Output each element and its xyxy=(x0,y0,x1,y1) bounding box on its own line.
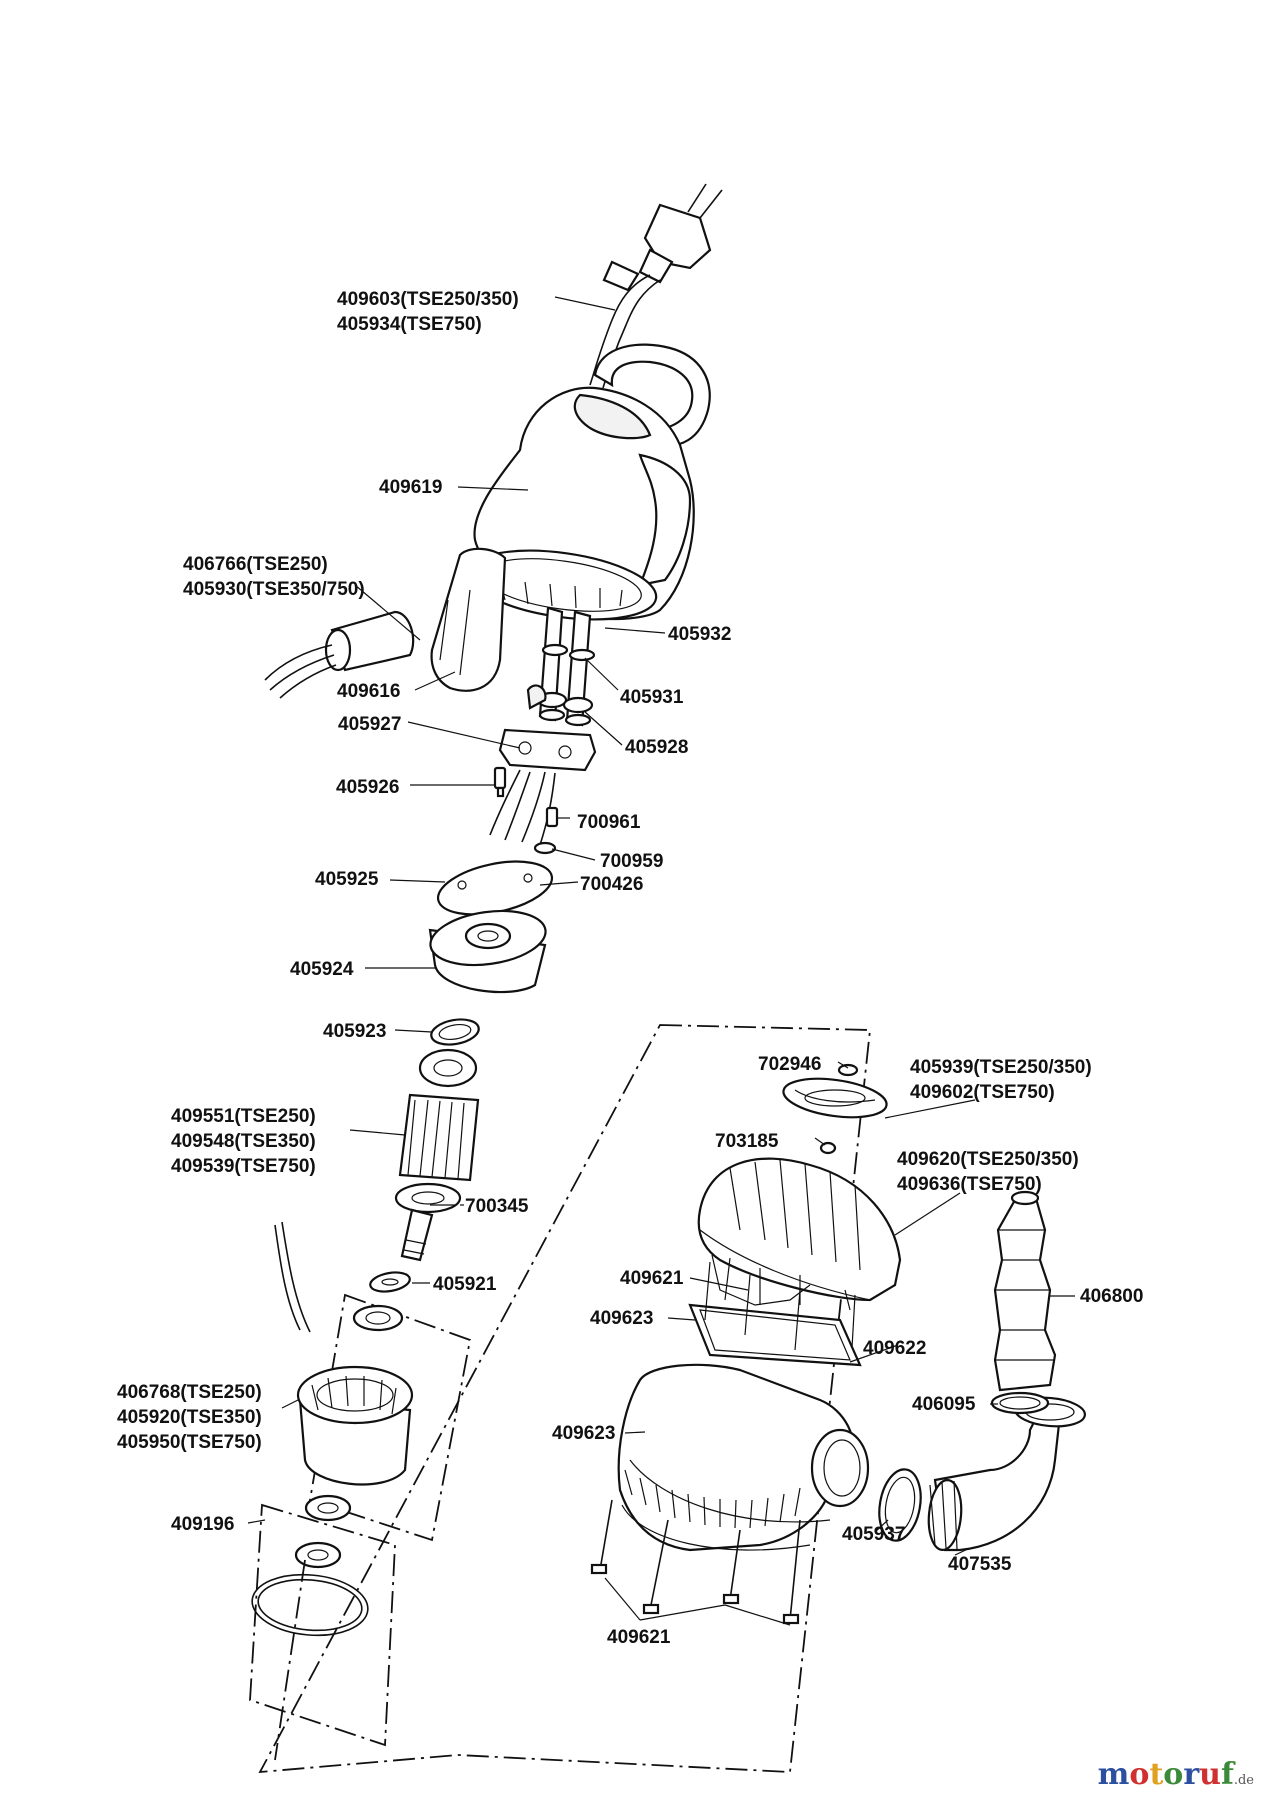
leader-lines xyxy=(247,296,1075,1626)
label-406768: 406768(TSE250) xyxy=(117,1382,262,1403)
label-407535: 407535 xyxy=(948,1554,1012,1575)
label-700426: 700426 xyxy=(580,874,643,895)
label-409621-upper: 409621 xyxy=(620,1268,684,1289)
motoruf-logo: motoruf.de xyxy=(1097,1757,1254,1792)
logo-letter: f xyxy=(1220,1757,1234,1792)
cable-glands xyxy=(526,606,596,727)
motor-cap xyxy=(428,909,547,994)
label-409602: 409602(TSE750) xyxy=(910,1082,1055,1103)
label-409623-upper: 409623 xyxy=(590,1308,653,1329)
label-409623-lower: 409623 xyxy=(552,1423,615,1444)
label-405937: 405937 xyxy=(842,1524,905,1545)
part-labels: 409603(TSE250/350) 405934(TSE750) 409619… xyxy=(117,289,1143,1648)
elbow-fitting xyxy=(927,1396,1086,1552)
label-406095: 406095 xyxy=(912,1394,976,1415)
fitting-seal xyxy=(990,1391,1050,1415)
label-405921: 405921 xyxy=(433,1274,497,1295)
power-plug xyxy=(589,183,723,389)
label-409603: 409603(TSE250/350) xyxy=(337,289,519,310)
logo-letter: r xyxy=(1183,1757,1200,1792)
label-409619: 409619 xyxy=(379,477,442,498)
capacitor xyxy=(264,610,415,699)
label-405928: 405928 xyxy=(625,737,688,758)
label-405930: 405930(TSE350/750) xyxy=(183,579,365,600)
label-405926: 405926 xyxy=(336,777,399,798)
label-409621-lower: 409621 xyxy=(607,1627,671,1648)
label-700959: 700959 xyxy=(600,851,663,872)
seal-ring xyxy=(430,1018,480,1046)
label-409539: 409539(TSE750) xyxy=(171,1156,316,1177)
label-405924: 405924 xyxy=(290,959,354,980)
pump-housing-group xyxy=(258,1024,902,1774)
label-409622: 409622 xyxy=(863,1338,926,1359)
label-405950: 405950(TSE750) xyxy=(117,1432,262,1453)
label-405934: 405934(TSE750) xyxy=(337,314,482,335)
label-409196: 409196 xyxy=(171,1514,234,1535)
logo-letter: m xyxy=(1097,1757,1130,1792)
label-702946: 702946 xyxy=(758,1054,821,1075)
label-405923: 405923 xyxy=(323,1021,386,1042)
cable-clamp xyxy=(489,728,597,846)
label-405925: 405925 xyxy=(315,869,379,890)
stator-group xyxy=(274,1221,472,1542)
label-409616: 409616 xyxy=(337,681,400,702)
label-409620: 409620(TSE250/350) xyxy=(897,1149,1079,1170)
logo-letter: u xyxy=(1199,1757,1221,1792)
washer xyxy=(369,1271,411,1293)
label-405931: 405931 xyxy=(620,687,684,708)
label-703185: 703185 xyxy=(715,1131,779,1152)
logo-letter: t xyxy=(1149,1757,1164,1792)
logo-letter: o xyxy=(1129,1757,1150,1792)
label-405939: 405939(TSE250/350) xyxy=(910,1057,1092,1078)
logo-letter: o xyxy=(1163,1757,1184,1792)
o-ring xyxy=(878,1468,922,1542)
label-409636: 409636(TSE750) xyxy=(897,1174,1042,1195)
motor-housing xyxy=(430,386,695,692)
label-406800: 406800 xyxy=(1080,1286,1143,1307)
rotor xyxy=(394,1048,480,1262)
label-409551: 409551(TSE250) xyxy=(171,1106,316,1127)
label-405920: 405920(TSE350) xyxy=(117,1407,262,1428)
label-406766: 406766(TSE250) xyxy=(183,554,328,575)
label-409548: 409548(TSE350) xyxy=(171,1131,316,1152)
hose-adapter xyxy=(993,1190,1057,1392)
label-405932: 405932 xyxy=(668,624,731,645)
label-700345: 700345 xyxy=(465,1196,529,1217)
label-700961: 700961 xyxy=(577,812,641,833)
seal-group xyxy=(249,1494,396,1761)
label-405927: 405927 xyxy=(338,714,401,735)
